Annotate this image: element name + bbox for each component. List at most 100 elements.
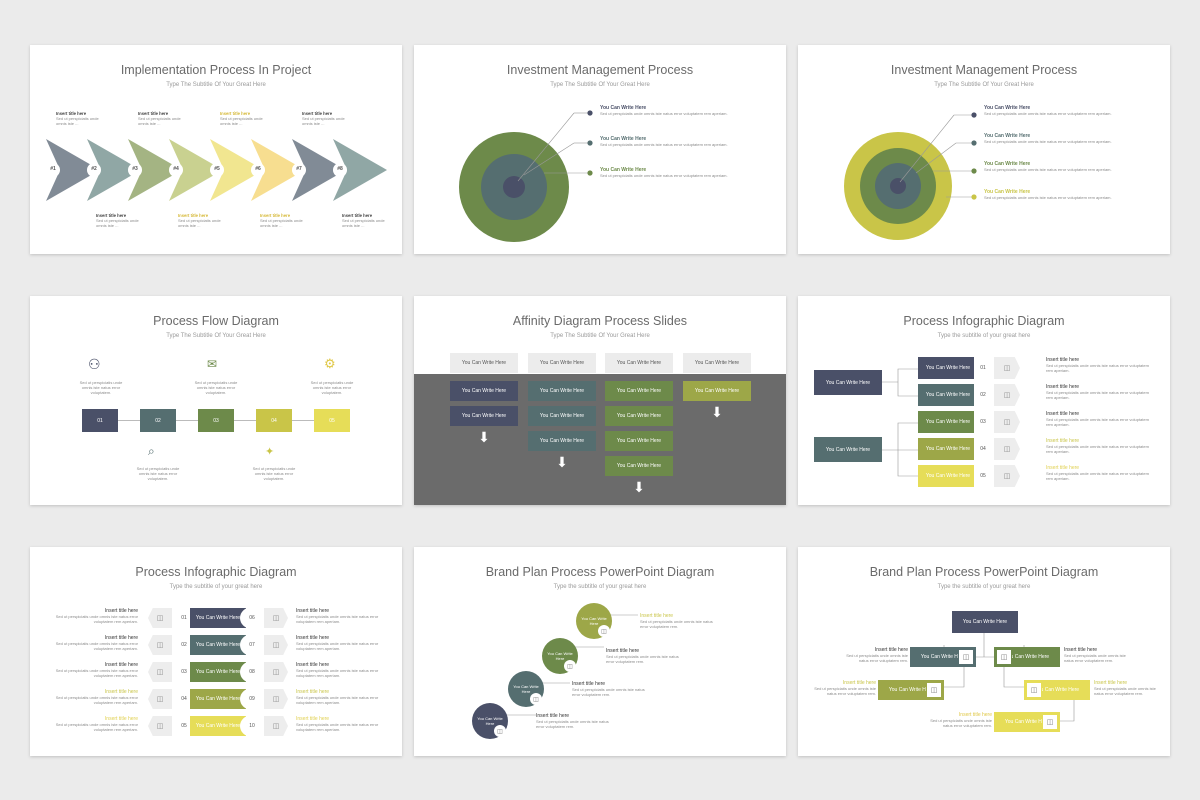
step-icon: ◫ [530, 693, 542, 705]
row-title: Insert title here [1046, 465, 1080, 471]
slide-process-flow[interactable]: Process Flow Diagram Type The Subtitle O… [30, 296, 402, 505]
slide-process-infographic-1[interactable]: Process Infographic Diagram Type the sub… [798, 296, 1170, 505]
column-header: You Can Write Here [450, 353, 518, 373]
slide-title: Process Infographic Diagram [135, 565, 297, 579]
item-title: Insert title here [296, 662, 330, 668]
annotation-title: Insert title here [96, 213, 127, 218]
annotation-title: Insert title here [178, 213, 209, 218]
step-circle: You Can Write Here [542, 638, 578, 674]
slide-investment-1[interactable]: Investment Management Process Type The S… [414, 45, 786, 254]
item-body: Sed ut perspiciatis unde omnis iste natu… [930, 718, 992, 728]
column-header: You Can Write Here [605, 353, 673, 373]
step-icon: ◫ [598, 625, 610, 637]
slide-subtitle: Type The Subtitle Of Your Great Here [166, 82, 266, 88]
affinity-card: You Can Write Here [605, 456, 673, 476]
item-title: Insert title here [640, 613, 674, 619]
step-number: #5 [214, 166, 220, 172]
down-arrow-icon: ⬇ [633, 479, 645, 495]
item-body: Sed ut perspiciatis unde omnis iste natu… [600, 142, 728, 147]
annotation-body: Sed ut perspiciatis unde omnis iste ... [302, 116, 345, 126]
item-title: Insert title here [1094, 680, 1128, 686]
chevron-step [210, 139, 264, 201]
annotation-title: Insert title here [260, 213, 291, 218]
slide-title: Brand Plan Process PowerPoint Diagram [869, 565, 1099, 579]
row-icon: ◫ [994, 438, 1020, 460]
row-icon: ◫ [148, 689, 172, 709]
item-heading: You Can Write Here [600, 167, 647, 173]
item-heading: You Can Write Here [600, 105, 647, 111]
item-title: Insert title here [296, 635, 330, 641]
right-number: 08 [240, 661, 264, 683]
annotation-body: Sed ut perspiciatis unde omnis iste ... [96, 218, 139, 228]
slide-title: Investment Management Process [890, 63, 1078, 77]
item-heading: You Can Write Here [984, 133, 1031, 139]
step-number: #2 [91, 166, 97, 172]
item-body: Sed ut perspiciatis unde omnis iste natu… [1094, 686, 1156, 696]
right-number: 10 [240, 715, 264, 737]
item-title: Insert title here [296, 716, 330, 722]
item-title: Insert title here [296, 608, 330, 614]
item-body: Sed ut perspiciatis unde omnis iste natu… [984, 167, 1112, 172]
item-title: Insert title here [874, 647, 908, 653]
row-icon: ◫ [264, 716, 288, 736]
left-box: You Can Write Here [814, 437, 882, 462]
process-row: You Can Write Here [918, 357, 978, 379]
affinity-card: You Can Write Here [528, 381, 596, 401]
item-heading: You Can Write Here [600, 136, 647, 142]
row-title: Insert title here [1046, 411, 1080, 417]
item-title: Insert title here [958, 712, 992, 718]
target-circles [844, 112, 977, 240]
affinity-card: You Can Write Here [605, 406, 673, 426]
annotation-body: Sed ut perspiciatis unde omnis iste ... [342, 218, 385, 228]
item-body: Sed ut perspiciatis unde omnis iste natu… [296, 695, 379, 705]
item-title: Insert title here [104, 662, 138, 668]
row-icon: ◫ [148, 716, 172, 736]
row-body: Sed ut perspiciatis unde omnis iste natu… [1046, 471, 1149, 481]
center-bar: You Can Write Here [190, 716, 246, 736]
process-row: You Can Write Here [918, 438, 978, 460]
step-number: #1 [50, 166, 56, 172]
box-icon: ◫ [926, 682, 942, 698]
down-arrow-icon: ⬇ [478, 429, 490, 445]
target-circles [459, 110, 593, 242]
step-number: #8 [337, 166, 343, 172]
slide-subtitle: Type The Subtitle Of Your Great Here [934, 82, 1034, 88]
slide-subtitle: Type the subtitle of your great here [169, 584, 263, 590]
slide-brand-plan-1[interactable]: Brand Plan Process PowerPoint Diagram Ty… [414, 547, 786, 756]
column-header: You Can Write Here [683, 353, 751, 373]
slide-investment-2[interactable]: Investment Management Process Type The S… [798, 45, 1170, 254]
step-box: 01 [82, 409, 118, 432]
slide-subtitle: Type The Subtitle Of Your Great Here [550, 82, 650, 88]
slide-process-infographic-2[interactable]: Process Infographic Diagram Type the sub… [30, 547, 402, 756]
item-heading: You Can Write Here [984, 189, 1031, 195]
center-bar: You Can Write Here [190, 689, 246, 709]
slide-subtitle: Type the subtitle of your great here [937, 584, 1031, 590]
affinity-card: You Can Write Here [683, 381, 751, 401]
annotation-title: Insert title here [220, 111, 251, 116]
slide-brand-plan-2[interactable]: Brand Plan Process PowerPoint Diagram Ty… [798, 547, 1170, 756]
top-box: You Can Write Here [952, 611, 1018, 633]
chevron-step [128, 139, 182, 201]
slide-affinity[interactable]: Affinity Diagram Process Slides Type The… [414, 296, 786, 505]
box-icon: ◫ [1042, 714, 1058, 730]
slide-implementation-process[interactable]: Implementation Process In Project Type T… [30, 45, 402, 254]
item-title: Insert title here [572, 681, 606, 687]
center-bar: You Can Write Here [190, 635, 246, 655]
item-body: Sed ut perspiciatis unde omnis iste natu… [606, 654, 679, 664]
row-number: 04 [974, 438, 992, 460]
item-body: Sed ut perspiciatis unde omnis iste natu… [55, 695, 138, 705]
item-body: Sed ut perspiciatis unde omnis iste natu… [572, 687, 645, 697]
search-icon: ⌕ [148, 444, 155, 458]
row-icon: ◫ [264, 689, 288, 709]
item-body: Sed ut perspiciatis unde omnis iste natu… [1064, 653, 1126, 663]
